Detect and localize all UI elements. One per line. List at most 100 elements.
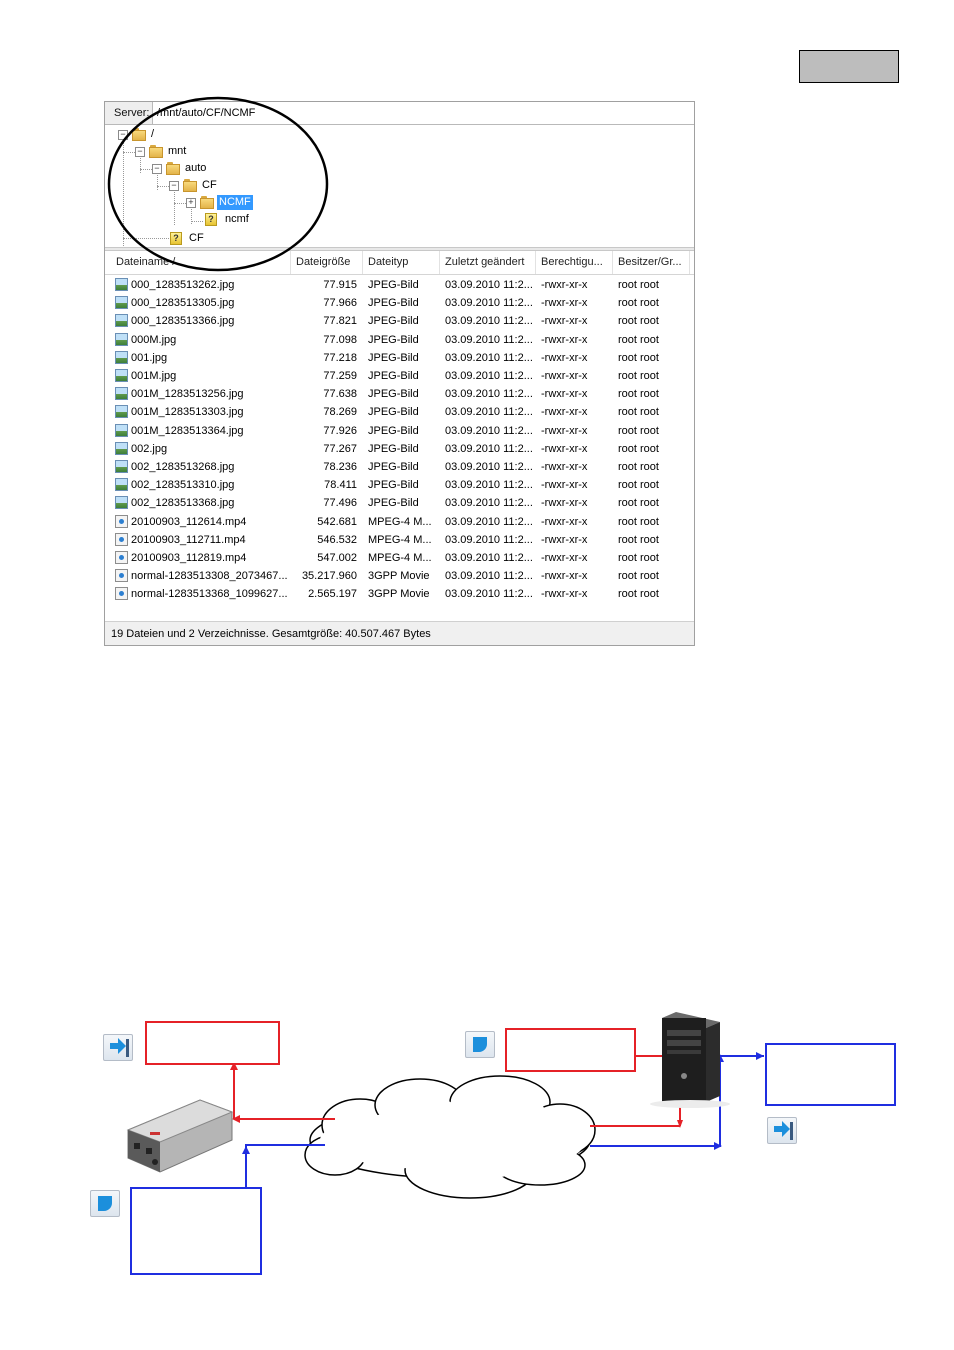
column-header-permissions[interactable]: Berechtigu... <box>536 251 613 274</box>
file-permissions: -rwxr-xr-x <box>541 388 588 401</box>
file-type: JPEG-Bild <box>368 406 419 419</box>
image-file-icon <box>115 350 128 364</box>
file-size: 542.681 <box>317 515 357 528</box>
highlight-ellipse <box>107 96 329 272</box>
tree-item-label[interactable]: mnt <box>168 145 187 157</box>
tree-item-label[interactable]: auto <box>185 162 207 174</box>
file-name: 20100903_112711.mp4 <box>131 533 246 546</box>
file-list: Dateiname / Dateigröße Dateityp Zuletzt … <box>105 251 694 621</box>
file-size: 77.496 <box>323 497 357 510</box>
tree-expander-icon[interactable]: − <box>135 147 145 157</box>
file-type: JPEG-Bild <box>368 442 419 455</box>
file-name: 000M.jpg <box>131 333 177 346</box>
file-owner: root root <box>618 333 659 346</box>
tree-expander-icon[interactable]: − <box>169 181 179 191</box>
column-header-size[interactable]: Dateigröße <box>291 251 363 274</box>
image-file-icon <box>115 387 128 401</box>
file-size: 77.638 <box>323 388 357 401</box>
red-arrowhead-box <box>230 1062 238 1070</box>
directory-tree: −/−mnt−auto−CF+NCMF?ncmf?CF <box>105 125 694 247</box>
file-type: MPEG-4 M... <box>368 515 432 528</box>
server-path-input[interactable]: /mnt/auto/CF/NCMF <box>157 107 256 119</box>
file-size: 78.411 <box>324 479 357 492</box>
download-icon <box>767 1117 797 1144</box>
file-owner: root root <box>618 351 659 364</box>
file-size: 2.565.197 <box>308 588 357 601</box>
file-modified: 03.09.2010 11:2... <box>445 351 533 364</box>
unknown-icon: ? <box>205 213 217 226</box>
column-header-modified[interactable]: Zuletzt geändert <box>440 251 536 274</box>
tree-item-label[interactable]: CF <box>202 179 217 191</box>
file-type: JPEG-Bild <box>368 479 419 492</box>
tree-item-label[interactable]: NCMF <box>217 195 253 210</box>
tree-item-label[interactable]: ncmf <box>225 213 249 225</box>
file-permissions: -rwxr-xr-x <box>541 279 588 291</box>
tree-item-label[interactable]: / <box>151 128 155 140</box>
file-size: 77.926 <box>323 424 357 437</box>
folder-icon <box>166 162 180 175</box>
pc-upload-box <box>505 1028 636 1072</box>
file-name: 20100903_112614.mp4 <box>131 515 247 528</box>
file-type: JPEG-Bild <box>368 279 419 291</box>
image-file-icon <box>115 314 128 328</box>
file-modified: 03.09.2010 11:2... <box>445 497 533 510</box>
file-modified: 03.09.2010 11:2... <box>445 406 533 419</box>
tree-expander-icon[interactable]: − <box>152 164 162 174</box>
file-modified: 03.09.2010 11:2... <box>445 533 533 546</box>
file-modified: 03.09.2010 11:2... <box>445 424 533 437</box>
camera-device <box>126 1099 234 1173</box>
tree-expander-icon[interactable]: + <box>186 198 196 208</box>
file-modified: 03.09.2010 11:2... <box>445 515 533 528</box>
file-size: 77.821 <box>323 315 357 328</box>
ftp-remote-panel: Server: /mnt/auto/CF/NCMF −/−mnt−auto−CF… <box>104 101 695 646</box>
pane-splitter[interactable] <box>105 247 694 251</box>
file-type: 3GPP Movie <box>368 570 430 583</box>
unknown-icon: ? <box>170 232 182 245</box>
file-modified: 03.09.2010 11:2... <box>445 442 533 455</box>
file-permissions: -rwxr-xr-x <box>541 479 588 492</box>
file-permissions: -rwxr-xr-x <box>541 370 588 382</box>
column-header-owner[interactable]: Besitzer/Gr... <box>613 251 690 274</box>
file-list-header: Dateiname / Dateigröße Dateityp Zuletzt … <box>105 251 694 275</box>
file-size: 77.098 <box>323 333 357 346</box>
file-type: JPEG-Bild <box>368 388 419 401</box>
file-permissions: -rwxr-xr-x <box>541 315 588 328</box>
file-modified: 03.09.2010 11:2... <box>445 279 533 291</box>
file-name: 001M_1283513256.jpg <box>131 388 244 401</box>
column-header-type[interactable]: Dateityp <box>363 251 440 274</box>
file-permissions: -rwxr-xr-x <box>541 442 588 455</box>
file-permissions: -rwxr-xr-x <box>541 406 588 419</box>
file-owner: root root <box>618 552 659 564</box>
upload-icon <box>90 1190 120 1217</box>
file-row[interactable]: 20100903_112614.mp4 542.681 MPEG-4 M... 03.… <box>105 513 694 531</box>
file-name: 002_1283513310.jpg <box>131 479 235 492</box>
file-size: 35.217.960 <box>301 570 357 583</box>
column-header-filename[interactable]: Dateiname / <box>111 251 291 274</box>
tree-item-label[interactable]: CF <box>189 232 204 244</box>
connection-diagram <box>126 1012 764 1199</box>
folder-icon <box>132 128 146 141</box>
file-owner: root root <box>618 297 659 310</box>
file-size: 77.966 <box>323 297 357 310</box>
file-permissions: -rwxr-xr-x <box>541 297 588 310</box>
file-size: 547.002 <box>317 552 357 564</box>
pc-download-box <box>765 1043 896 1106</box>
file-permissions: -rwxr-xr-x <box>541 351 588 364</box>
